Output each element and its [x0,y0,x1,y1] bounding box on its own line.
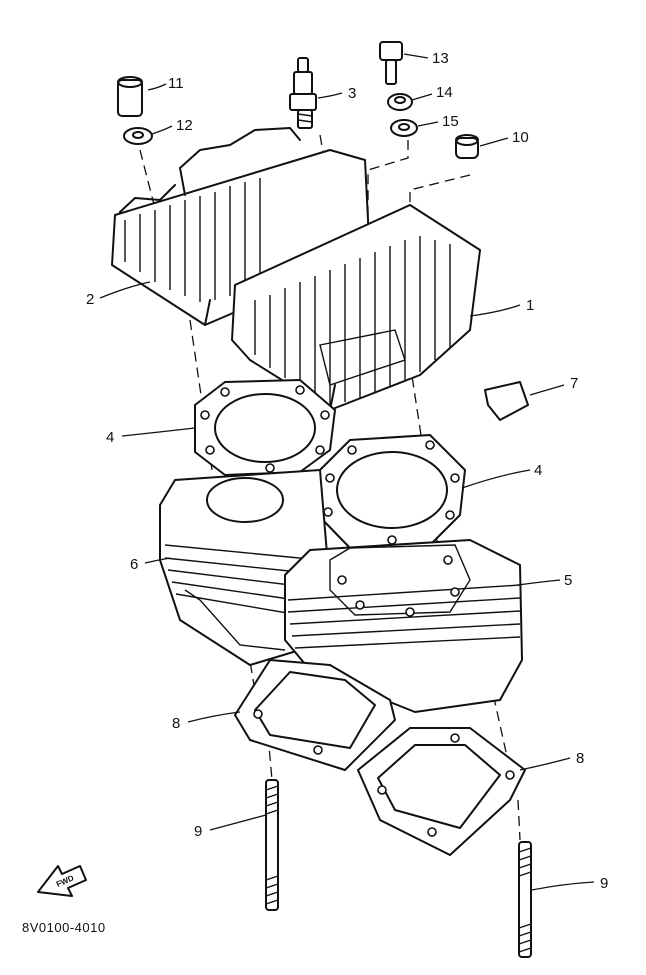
callout-15: 15 [442,113,459,130]
callout-10: 10 [512,129,529,146]
callout-7: 7 [570,375,578,392]
front-direction-arrow: FWD [37,865,87,897]
stud-right [518,841,532,958]
callout-4-left: 4 [106,429,114,446]
cylinder-head-right [231,204,481,411]
callout-14: 14 [436,84,453,101]
stud-left [265,779,279,911]
callout-8-left: 8 [172,715,180,732]
callout-2: 2 [86,291,94,308]
spacer-collar [117,76,143,117]
callout-8-right: 8 [576,750,584,767]
base-gasket-right [357,727,526,856]
callout-9-left: 9 [194,823,202,840]
callout-9-right: 9 [600,875,608,892]
callout-13: 13 [432,50,449,67]
callout-4-right: 4 [534,462,542,479]
base-gasket-left [234,659,396,771]
callout-labels: 1 2 3 4 4 5 6 7 8 8 9 9 10 11 12 13 14 1… [86,50,608,892]
washer-12 [123,127,153,145]
callout-11: 11 [168,75,184,92]
callout-12: 12 [176,117,193,134]
callout-5: 5 [564,572,572,589]
head-gasket-right [317,434,466,549]
spark-plug [289,57,317,129]
leader-lines [99,53,595,891]
callout-3: 3 [348,85,356,102]
washer-15 [390,119,418,137]
callout-1: 1 [526,297,534,314]
diagram-part-code: 8V0100-4010 [22,920,106,935]
bolt-13 [379,41,403,85]
cylinder-right [284,539,523,713]
bracket-7 [484,381,529,421]
nut-14 [387,93,413,111]
cap-nut-10 [455,134,479,159]
head-gasket-left [194,379,336,476]
callout-6: 6 [130,556,138,573]
